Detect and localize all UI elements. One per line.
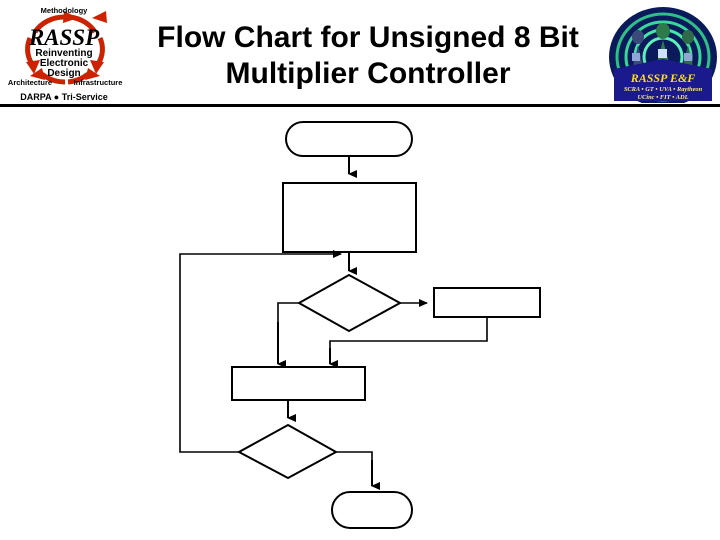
ef-logo-partners-line-1: SCRA • GT • UVA • Raytheon [624,86,703,93]
flowchart-edge-decision2-to-end [336,451,373,468]
rassp-tagline-line2: Electronic [40,58,89,69]
rassp-logo: Methodology RASSP Reinventing Electronic… [2,2,126,102]
rassp-ef-logo: RASSP E&F SCRA • GT • UVA • Raytheon UCi… [608,1,718,103]
rassp-cycle-right-label: Infrastructure [74,78,123,87]
page-title: Flow Chart for Unsigned 8 Bit Multiplier… [132,20,604,92]
flowchart-node-end[interactable] [331,491,413,529]
page-title-line-1: Flow Chart for Unsigned 8 Bit [157,21,579,54]
flowchart-node-decision1[interactable] [296,273,403,333]
ef-logo-title: RASSP E&F [630,71,696,85]
flowchart-node-process2[interactable] [433,287,541,318]
flowchart-diagram [0,108,720,540]
slide-header: Methodology RASSP Reinventing Electronic… [0,0,720,110]
flowchart-node-process3[interactable] [231,366,366,401]
rassp-cycle-arrows [25,11,107,85]
ef-logo-banner: RASSP E&F SCRA • GT • UVA • Raytheon UCi… [614,59,712,101]
rassp-footer-label: DARPA ● Tri-Service [20,92,107,102]
ef-logo-partners-line-2: UCinc • FIT • ADL [637,94,688,101]
rassp-tagline-line1: Reinventing [35,48,92,59]
flowchart-edge-decision1-to-process3 [277,302,299,322]
rassp-cycle-top-label: Methodology [41,6,88,15]
header-divider [0,104,720,107]
flowchart-node-process1[interactable] [282,182,417,253]
flowchart-node-decision2[interactable] [236,423,339,480]
page-title-line-2: Multiplier Controller [225,57,511,90]
rassp-wordmark: RASSP [28,25,100,50]
flowchart-edge-decision2-to-decision1 [179,250,342,453]
rassp-cycle-left-label: Architecture [8,78,52,87]
flowchart-node-start[interactable] [285,121,413,157]
rassp-tagline-line3: Design [47,68,80,79]
